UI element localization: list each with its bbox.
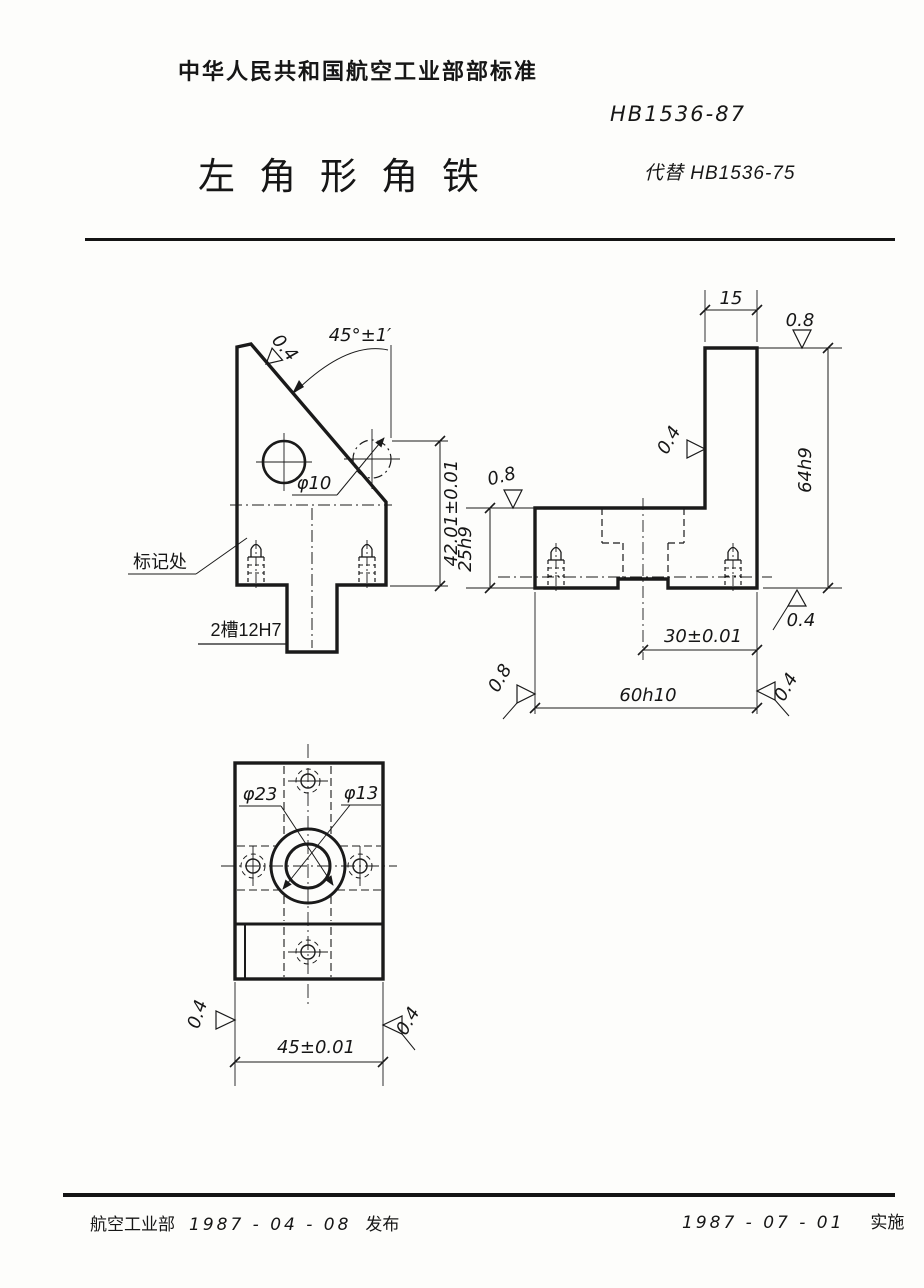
side-surface-bottom-edge: 0.4 <box>787 610 816 631</box>
side-shelf-height-dim: 25h9 <box>455 526 476 572</box>
side-slot-offset-dim: 30±0.01 <box>664 626 742 647</box>
plan-outline <box>233 761 385 981</box>
plan-surface-right: 0.4 <box>392 1004 425 1039</box>
header-divider-line <box>85 238 895 241</box>
footer-divider-line <box>63 1193 895 1197</box>
footer-implementation-info: 1987 - 07 - 01 实施 <box>682 1208 904 1233</box>
plan-hidden-lines <box>237 766 381 977</box>
footer-issue-date: 1987 - 04 - 08 <box>189 1215 352 1235</box>
front-view-drawing: φ10 45°±1′ 0.4 42.01±0.01 标记处 2槽12H <box>128 325 462 654</box>
footer-impl-action: 实施 <box>870 1213 905 1232</box>
front-surface-mark: 0.4 <box>265 330 302 366</box>
plan-counterbore-dia-label: φ23 <box>243 784 278 805</box>
side-hidden-slot <box>601 508 685 579</box>
part-title: 左角形角铁 <box>198 156 503 197</box>
side-surface-leg: 0.4 <box>653 423 686 458</box>
side-surface-top: 0.8 <box>786 310 815 331</box>
slot-dim-label: 2槽12H7 <box>210 620 281 640</box>
plan-width-dim: 45±0.01 <box>277 1037 355 1058</box>
front-angle-dim: 45°±1′ <box>329 325 392 346</box>
side-view-drawing: 15 0.8 0.4 64h9 0.8 25h9 <box>455 288 842 720</box>
footer-impl-date: 1987 - 07 - 01 <box>682 1213 845 1233</box>
side-height-dim: 64h9 <box>795 447 816 493</box>
front-outline <box>235 342 388 654</box>
side-surface-base-left: 0.8 <box>484 661 517 696</box>
standard-org-title: 中华人民共和国航空工业部部标准 <box>178 59 539 84</box>
side-top-width-dim: 15 <box>720 288 743 309</box>
side-base-width-dim: 60h10 <box>619 685 676 706</box>
marking-location-label: 标记处 <box>133 552 187 572</box>
footer-issue-action: 发布 <box>365 1215 400 1234</box>
front-height-dim: 42.01±0.01 <box>441 460 462 567</box>
replaces-note: 代替 HB1536-75 <box>644 163 796 184</box>
standard-number: HB1536-87 <box>610 102 746 126</box>
plan-view-drawing: φ23 φ13 45±0.01 0.4 0.4 <box>183 744 424 1086</box>
plan-surface-left: 0.4 <box>183 997 212 1031</box>
footer-issuer: 航空工业部 <box>90 1215 175 1234</box>
plan-threaded-holes <box>240 768 373 965</box>
side-surface-shelf: 0.8 <box>485 463 518 490</box>
footer-issue-info: 航空工业部 1987 - 04 - 08 发布 <box>90 1210 399 1235</box>
side-outline <box>533 346 759 590</box>
svg-text:0.4: 0.4 <box>267 330 302 365</box>
plan-hole-dia-label: φ13 <box>344 783 379 804</box>
front-hole-dia-label: φ10 <box>297 473 332 494</box>
